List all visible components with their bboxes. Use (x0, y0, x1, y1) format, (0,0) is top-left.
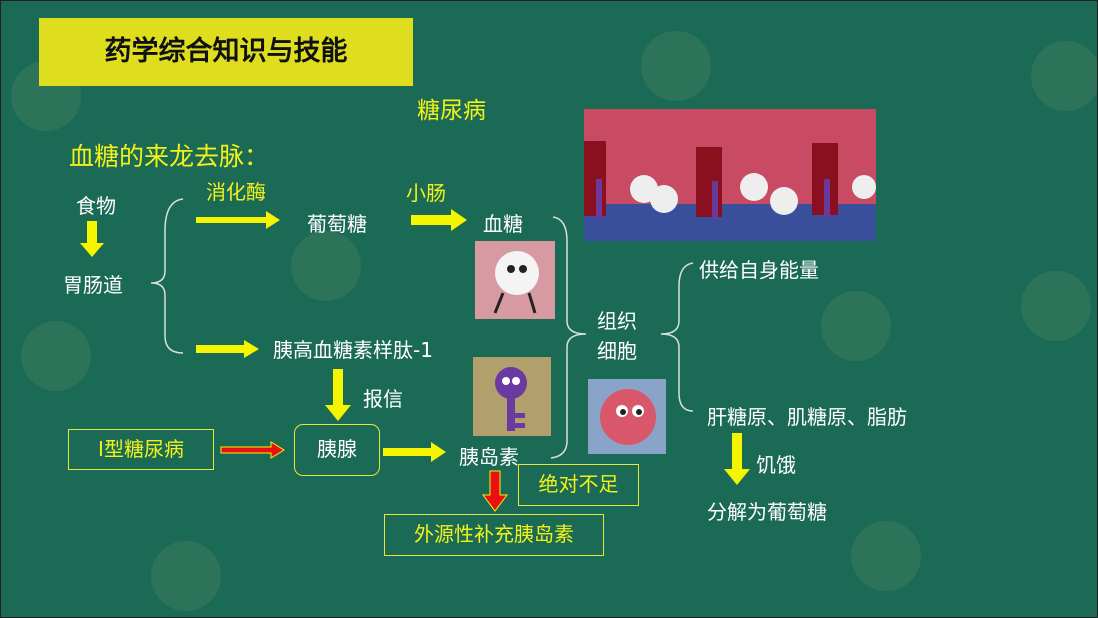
watermark-logo (291, 231, 361, 301)
arrow-small-intestine (411, 209, 467, 231)
type1-diabetes-box: Ⅰ型糖尿病 (68, 429, 214, 470)
cell-cartoon-image (588, 379, 666, 454)
exogenous-insulin-box: 外源性补充胰岛素 (384, 514, 604, 556)
glp1-label: 胰高血糖素样肽-1 (273, 338, 433, 362)
insulin-key-image (473, 357, 551, 436)
arrow-down-food (80, 221, 104, 257)
arrow-glp1 (196, 340, 259, 358)
signal-label: 报信 (363, 387, 403, 411)
breakdown-label: 分解为葡萄糖 (707, 500, 827, 524)
arrow-type1-red (220, 441, 285, 459)
arrow-down-signal (325, 369, 351, 421)
brace-tissue (550, 216, 587, 459)
arrow-enzyme (196, 211, 280, 229)
blood-vessel-illustration (584, 109, 876, 241)
watermark-logo (641, 31, 711, 101)
watermark-logo (1021, 271, 1091, 341)
tissue-label-2: 细胞 (597, 339, 637, 363)
title-banner: 药学综合知识与技能 (39, 18, 413, 86)
absolute-deficiency-box: 绝对不足 (518, 464, 639, 506)
glucose-cartoon-image (475, 241, 555, 319)
arrow-down-red (482, 470, 508, 512)
hunger-label: 饥饿 (756, 453, 796, 477)
storage-label: 肝糖原、肌糖原、脂肪 (707, 405, 907, 429)
topic-label: 糖尿病 (417, 98, 486, 124)
watermark-logo (21, 321, 91, 391)
tissue-label-1: 组织 (597, 309, 637, 333)
brace-gi (150, 198, 184, 354)
watermark-logo (821, 291, 891, 361)
watermark-logo (851, 521, 921, 591)
small-intestine-label: 小肠 (406, 181, 446, 205)
section-heading: 血糖的来龙去脉： (69, 142, 270, 171)
arrow-down-hunger (724, 433, 750, 485)
blood-sugar-label: 血糖 (483, 212, 523, 236)
slide-title: 药学综合知识与技能 (104, 36, 348, 67)
energy-label: 供给自身能量 (699, 258, 819, 282)
pancreas-box: 胰腺 (294, 424, 380, 476)
watermark-logo (1031, 41, 1097, 111)
watermark-logo (151, 541, 221, 611)
glucose-label: 葡萄糖 (307, 212, 367, 236)
arrow-pancreas-insulin (383, 442, 446, 462)
gi-tract-label: 胃肠道 (63, 273, 123, 297)
brace-energy (660, 262, 694, 412)
food-label: 食物 (76, 194, 116, 218)
enzyme-label: 消化酶 (206, 180, 266, 204)
insulin-label: 胰岛素 (459, 445, 519, 469)
